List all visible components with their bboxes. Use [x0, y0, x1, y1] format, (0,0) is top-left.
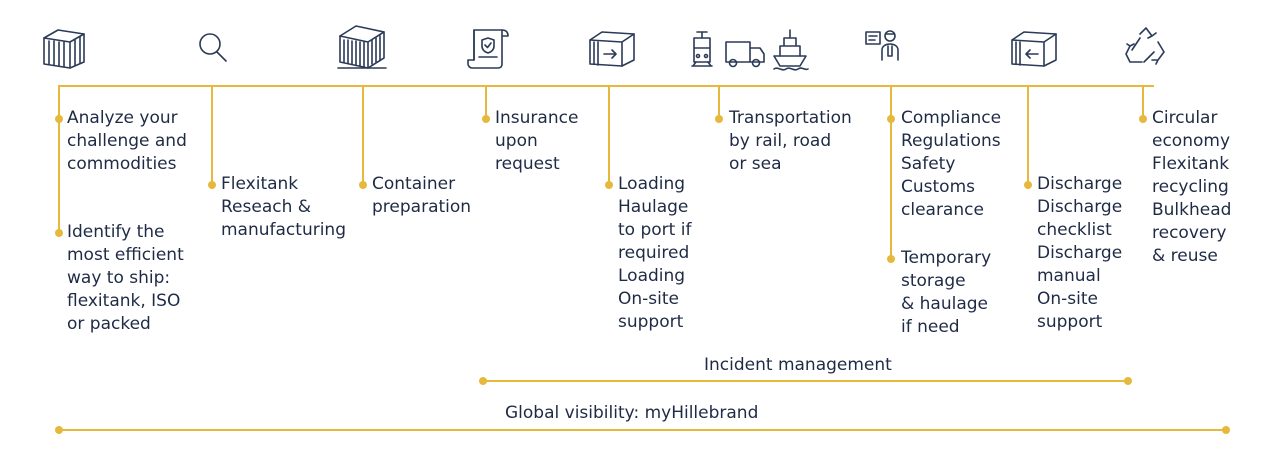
dot-discharge — [1024, 181, 1032, 189]
global-start-dot — [55, 426, 63, 434]
connector-9 — [1142, 85, 1144, 119]
timeline-main-line — [58, 85, 1154, 87]
transport-rail-road-sea-icon — [688, 22, 814, 72]
connector-8 — [1027, 85, 1029, 185]
dot-container — [359, 181, 367, 189]
connector-5 — [608, 85, 610, 185]
dot-research — [208, 181, 216, 189]
global-visibility-label: Global visibility: myHillebrand — [505, 403, 759, 423]
dot-identify — [55, 229, 63, 237]
insurance-document-icon — [462, 22, 518, 72]
incident-end-dot — [1124, 377, 1132, 385]
connector-6 — [718, 85, 720, 119]
incident-management-label: Incident management — [704, 355, 892, 375]
dot-insurance — [482, 115, 490, 123]
dot-circular — [1139, 115, 1147, 123]
dot-storage — [887, 255, 895, 263]
discharge-container-icon — [1006, 22, 1062, 72]
dot-loading — [605, 181, 613, 189]
global-end-dot — [1222, 426, 1230, 434]
flexitank-container-icon — [334, 22, 390, 72]
connector-2 — [211, 85, 213, 185]
compliance-officer-icon — [858, 22, 914, 72]
recycling-icon — [1118, 22, 1174, 72]
connector-7 — [890, 85, 892, 259]
dot-analyze — [55, 115, 63, 123]
connector-4 — [485, 85, 487, 119]
search-icon — [186, 22, 242, 72]
container-icon — [36, 22, 92, 72]
incident-start-dot — [479, 377, 487, 385]
loading-container-icon — [584, 22, 640, 72]
incident-management-line — [483, 380, 1129, 382]
global-visibility-line — [59, 429, 1227, 431]
dot-compliance — [887, 115, 895, 123]
connector-1 — [58, 85, 60, 233]
dot-transport — [715, 115, 723, 123]
connector-3 — [362, 85, 364, 185]
